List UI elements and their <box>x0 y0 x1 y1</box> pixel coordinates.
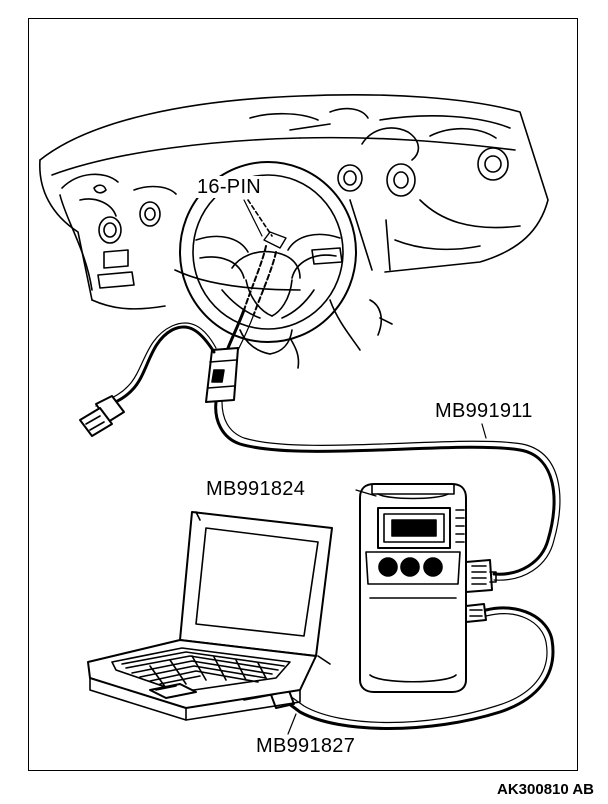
leader-lines <box>243 199 487 735</box>
harness-cable-drawing <box>79 308 561 581</box>
usb-cable-leader-line <box>287 713 297 735</box>
figure-reference-code: AK300810 AB <box>497 781 594 798</box>
connector-leader-line <box>243 199 263 237</box>
label-usb-cable-mb991827: MB991827 <box>255 735 357 757</box>
steering-wheel-drawing <box>179 161 357 355</box>
laptop-drawing <box>87 511 333 721</box>
16-pin-connector-drawing <box>243 199 287 315</box>
label-vci-mb991824: MB991824 <box>205 478 307 500</box>
harness-leader-line <box>481 423 487 439</box>
label-harness-mb991911: MB991911 <box>434 400 534 422</box>
dashboard-drawing <box>39 93 549 369</box>
vci-leader-line <box>355 489 377 497</box>
usb-cable-drawing <box>269 606 555 730</box>
vci-unit-drawing <box>359 483 497 693</box>
label-16-pin-connector: 16-PIN <box>196 176 263 198</box>
